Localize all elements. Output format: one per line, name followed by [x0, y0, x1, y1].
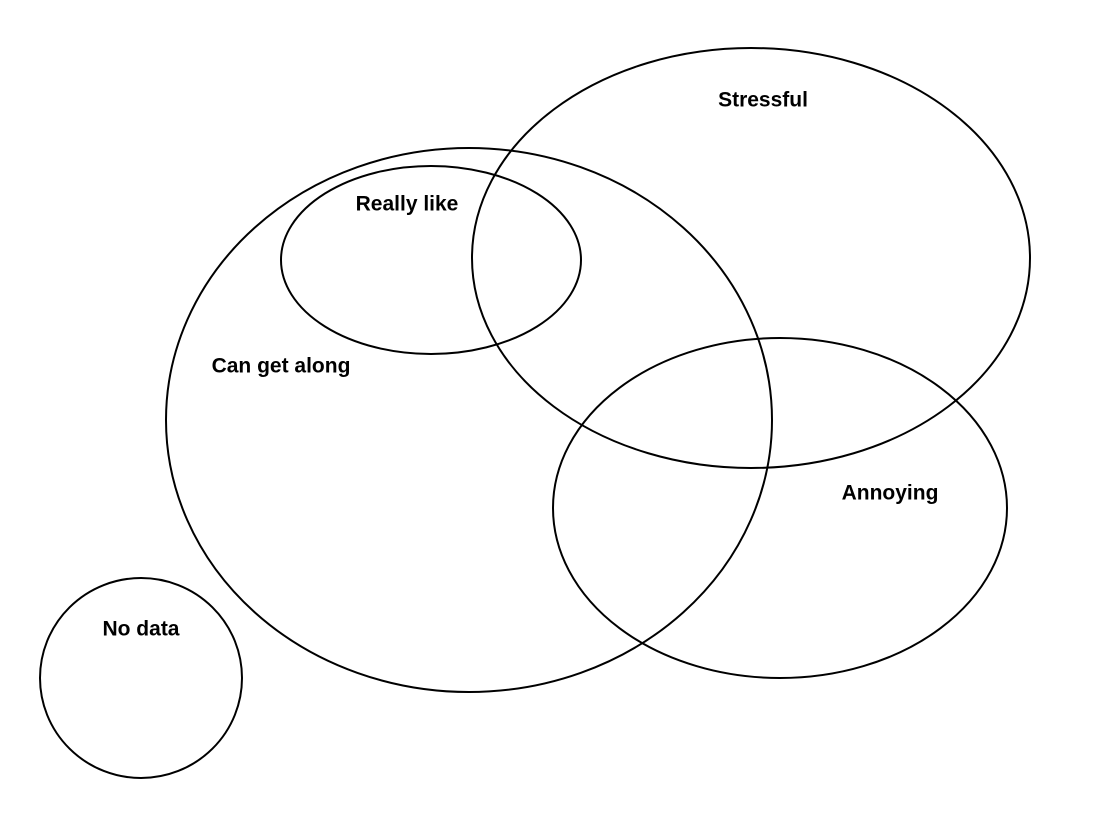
annoying-ellipse	[552, 337, 1008, 679]
no-data-circle	[39, 577, 243, 779]
really-like-label: Really like	[356, 193, 459, 216]
stressful-label: Stressful	[718, 89, 808, 112]
can-get-along-label: Can get along	[212, 355, 351, 378]
can-get-along-ellipse	[165, 147, 773, 693]
really-like-ellipse	[280, 165, 582, 355]
no-data-label: No data	[102, 618, 179, 641]
annoying-label: Annoying	[842, 482, 939, 505]
stressful-ellipse	[471, 47, 1031, 469]
